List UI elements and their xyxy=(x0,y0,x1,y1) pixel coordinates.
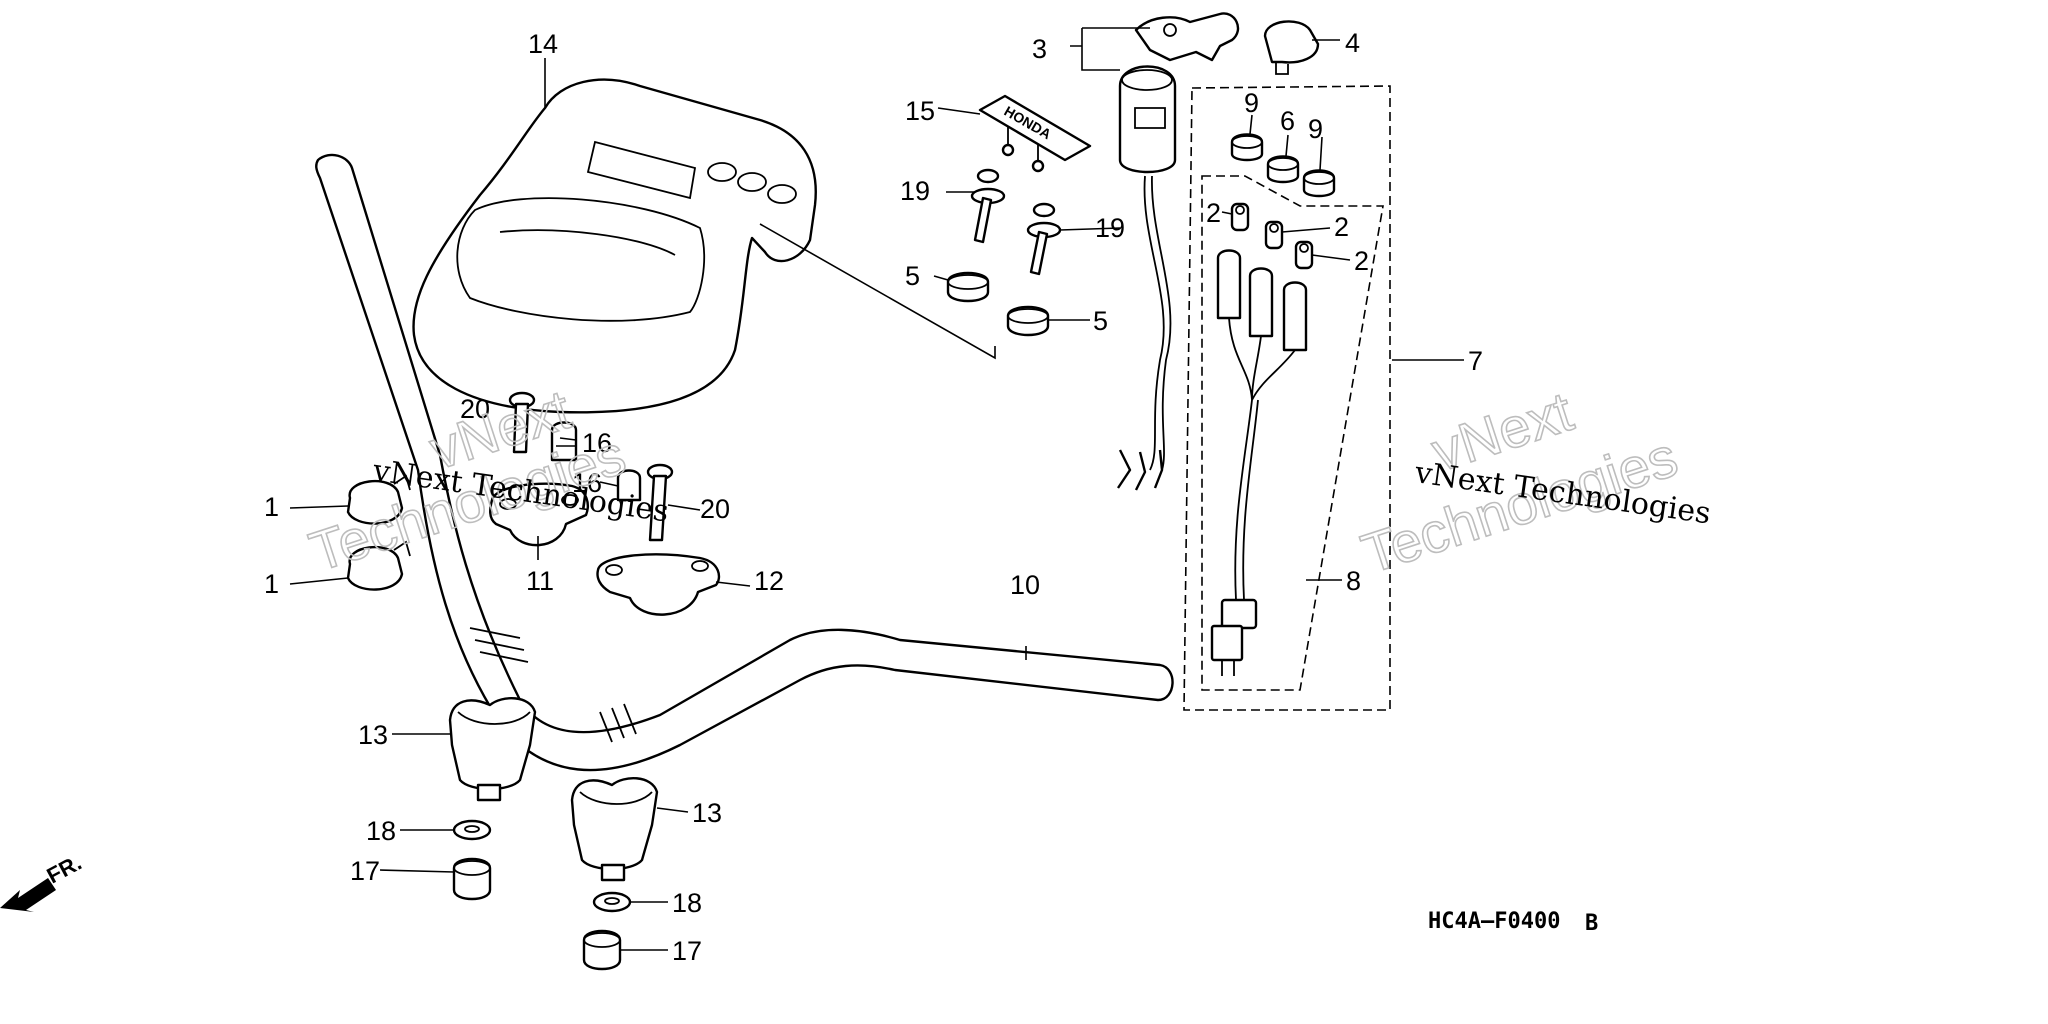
screw-19-right xyxy=(1026,202,1062,276)
callout-19b: 19 xyxy=(1095,213,1125,243)
drawing-code: HC4A–F0400 B xyxy=(1428,909,1598,936)
callout-8: 8 xyxy=(1346,566,1361,596)
callout-16b: 16 xyxy=(572,468,602,498)
callout-18b: 18 xyxy=(672,888,702,918)
nut-16-upper xyxy=(550,421,578,462)
callout-13a: 13 xyxy=(358,720,388,750)
handlebar-cover xyxy=(412,78,817,414)
cap-6 xyxy=(1266,155,1300,184)
callout-19a: 19 xyxy=(900,176,930,206)
callout-4: 4 xyxy=(1345,28,1360,58)
callout-16a: 16 xyxy=(582,428,612,458)
callout-7: 7 xyxy=(1468,346,1483,376)
bulb-2-a xyxy=(1230,202,1250,232)
bulb-2-b xyxy=(1264,220,1284,250)
callout-2a: 2 xyxy=(1206,198,1221,228)
callout-1a: 1 xyxy=(264,492,279,522)
grommet-5-right xyxy=(1006,305,1050,337)
upper-holder-11 xyxy=(489,482,589,547)
nut-17-left xyxy=(452,857,492,901)
clamp-1-upper xyxy=(346,474,411,525)
callout-2c: 2 xyxy=(1354,246,1369,276)
front-arrow-icon xyxy=(0,878,56,912)
washer-18-left xyxy=(452,819,492,841)
bolt-20-left xyxy=(508,391,536,454)
callout-5b: 5 xyxy=(1093,306,1108,336)
cap-9-right xyxy=(1302,169,1336,198)
front-direction-marker: FR. xyxy=(0,850,86,912)
callout-3: 3 xyxy=(1032,34,1047,64)
callout-17a: 17 xyxy=(350,856,380,886)
leader-lines xyxy=(289,27,1464,951)
callout-6: 6 xyxy=(1280,106,1295,136)
callout-numbers: 14 3 4 15 19 19 5 5 9 6 9 2 2 2 7 8 20 1… xyxy=(264,28,1483,966)
callout-15: 15 xyxy=(905,96,935,126)
callout-10: 10 xyxy=(1010,570,1040,600)
bulb-2-c xyxy=(1294,240,1314,270)
callout-20a: 20 xyxy=(460,394,490,424)
lower-holder-13-right xyxy=(570,777,659,882)
honda-emblem: HONDA xyxy=(978,94,1092,173)
nut-16-lower xyxy=(616,469,642,502)
callout-9b: 9 xyxy=(1308,114,1323,144)
callout-2b: 2 xyxy=(1334,212,1349,242)
main-switch-assembly xyxy=(1117,12,1240,491)
nut-17-right xyxy=(582,929,622,971)
cap-9-left xyxy=(1230,133,1264,162)
handlebar-pipe xyxy=(315,153,1174,772)
bolt-20-right xyxy=(646,463,674,542)
indicator-harness xyxy=(1210,249,1308,676)
screw-19-left xyxy=(970,168,1006,244)
upper-holder-12 xyxy=(596,553,721,616)
callout-5a: 5 xyxy=(905,261,920,291)
callout-17b: 17 xyxy=(672,936,702,966)
drawing-code-number: HC4A–F0400 xyxy=(1428,909,1560,934)
callout-9a: 9 xyxy=(1244,88,1259,118)
callout-20b: 20 xyxy=(700,494,730,524)
callout-11: 11 xyxy=(526,566,554,596)
lower-holder-13-left xyxy=(448,697,537,802)
callout-1b: 1 xyxy=(264,569,279,599)
clamp-1-lower xyxy=(346,540,411,591)
switch-cap xyxy=(1263,20,1320,75)
callout-14: 14 xyxy=(528,29,558,59)
callout-18a: 18 xyxy=(366,816,396,846)
callout-12: 12 xyxy=(754,566,784,596)
harness-group-box xyxy=(1183,85,1391,711)
watermark-right: vNext Technologies vNext Technologies xyxy=(1353,378,1712,586)
drawing-code-revision: B xyxy=(1585,911,1598,936)
callout-13b: 13 xyxy=(692,798,722,828)
grommet-5-left xyxy=(946,271,990,303)
washer-18-right xyxy=(592,891,632,913)
